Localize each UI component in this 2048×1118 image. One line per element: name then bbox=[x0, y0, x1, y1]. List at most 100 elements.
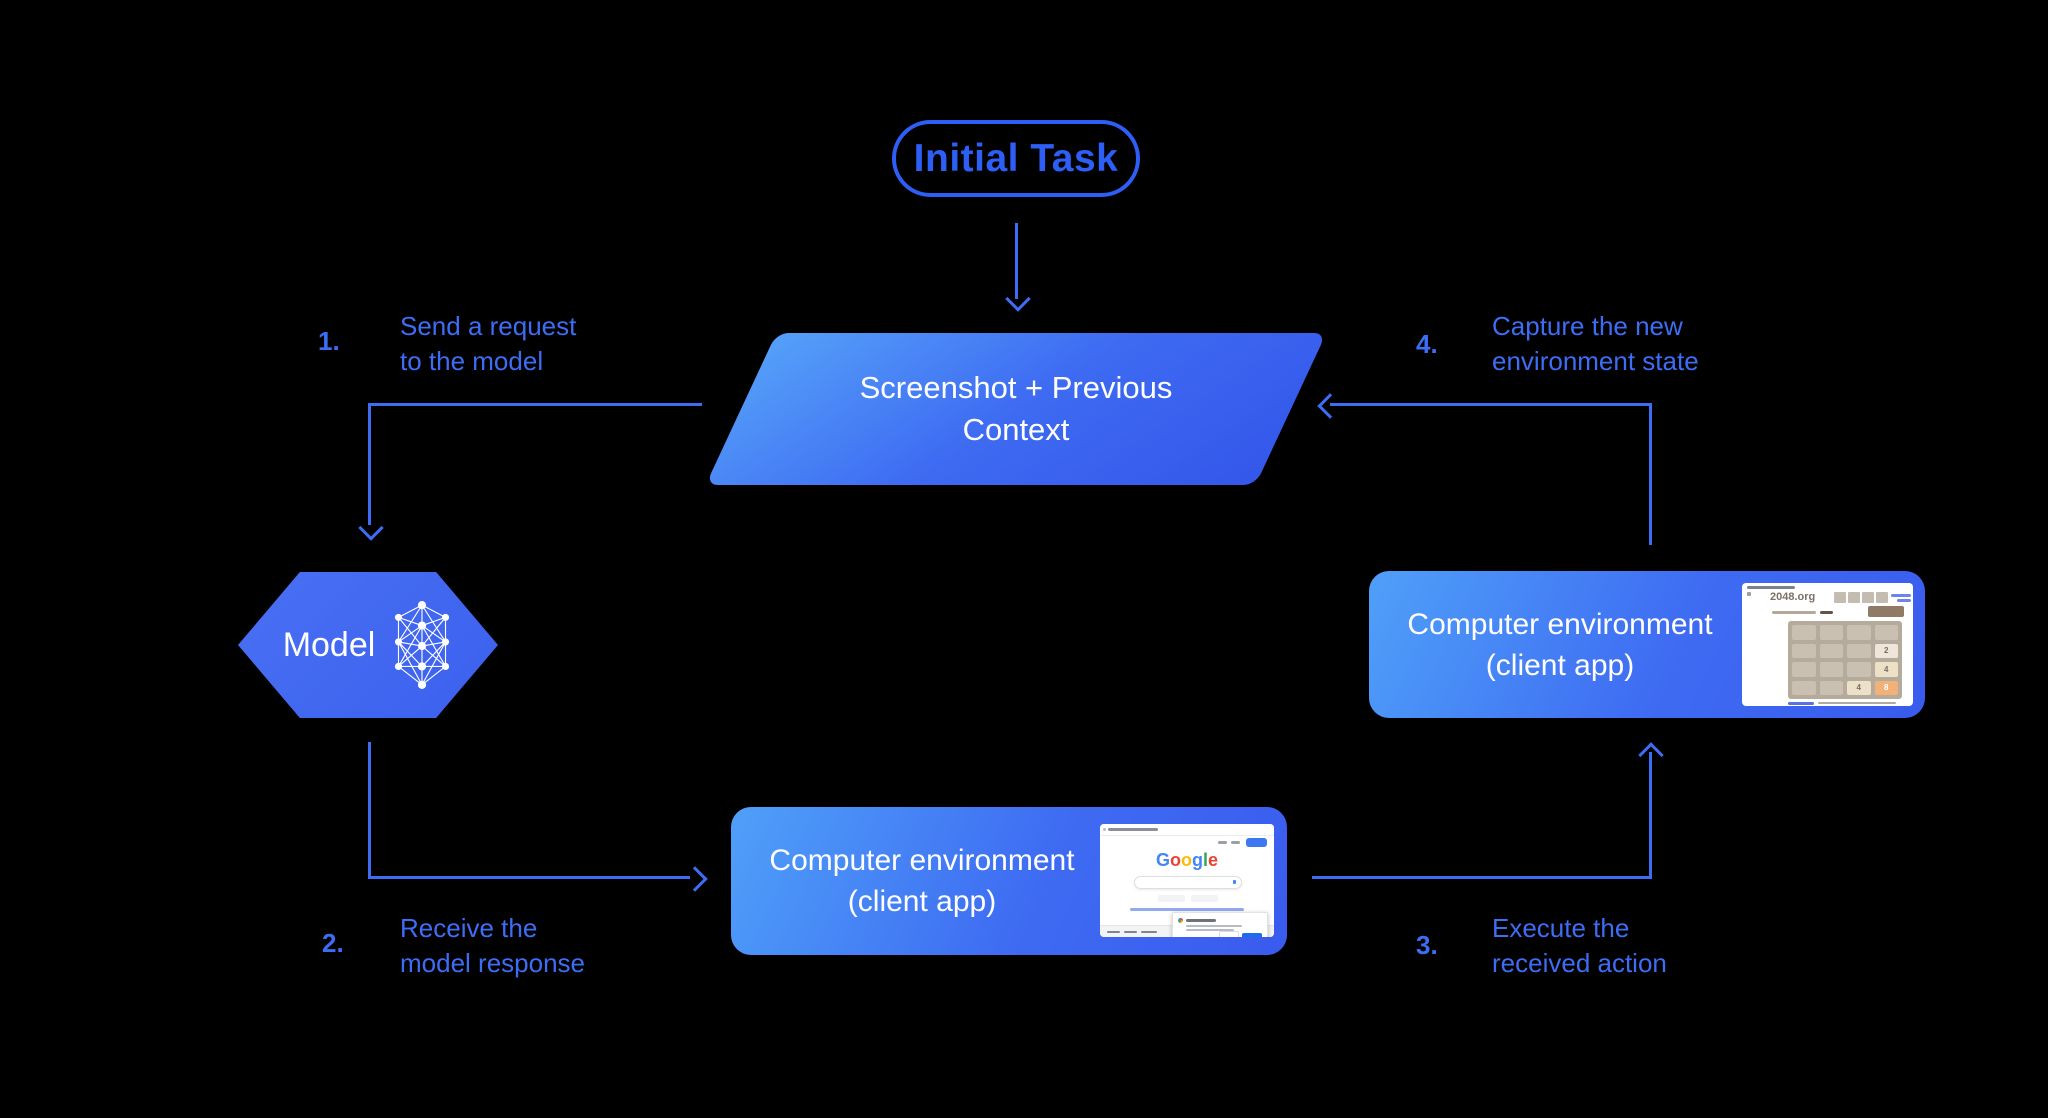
grid-cell bbox=[1847, 662, 1871, 677]
step-2-number: 2. bbox=[322, 928, 344, 958]
nav-link-bar bbox=[1218, 841, 1227, 844]
grid-cell: 4 bbox=[1847, 680, 1871, 695]
arrow-up-icon bbox=[1638, 742, 1664, 768]
subtitle-text-bar bbox=[1772, 611, 1816, 614]
grid-cell bbox=[1819, 625, 1843, 640]
tab-title-bar bbox=[1108, 828, 1158, 831]
model-node: Model bbox=[238, 572, 498, 718]
nav-link-bar bbox=[1231, 841, 1240, 844]
footer-link-bar bbox=[1141, 931, 1157, 933]
grid-cell bbox=[1819, 662, 1843, 677]
connector-env-to-context-v bbox=[1649, 406, 1652, 545]
connector-env-to-env-h bbox=[1312, 876, 1652, 879]
search-bar bbox=[1134, 876, 1242, 889]
step-3-number: 3. bbox=[1416, 930, 1438, 960]
dialog-text-bar bbox=[1186, 919, 1216, 922]
logo-letter: l bbox=[1202, 850, 1208, 870]
logo-letter: e bbox=[1208, 850, 1219, 870]
initial-task-label: Initial Task bbox=[913, 136, 1119, 180]
game-title: 2048.org bbox=[1770, 591, 1816, 603]
grid-cell bbox=[1847, 625, 1871, 640]
step-1-number: 1. bbox=[318, 326, 340, 356]
subtitle-text-bar bbox=[1820, 611, 1833, 614]
step-2-line1: Receive the bbox=[400, 913, 538, 943]
grid-cell: 2 bbox=[1874, 643, 1898, 658]
tab-title-bar bbox=[1747, 586, 1795, 589]
google-homepage-thumbnail: Google bbox=[1100, 824, 1274, 937]
tab-dot bbox=[1103, 828, 1106, 831]
favicon bbox=[1747, 592, 1751, 596]
grid-cell bbox=[1874, 625, 1898, 640]
env-right-line1: Computer environment bbox=[1407, 607, 1713, 641]
arrow-down-icon bbox=[358, 515, 384, 541]
logo-letter: o bbox=[1180, 850, 1192, 870]
cookie-dialog bbox=[1172, 912, 1268, 937]
arrow-right-icon bbox=[682, 866, 708, 892]
connector-model-to-env-v bbox=[368, 742, 371, 879]
screenshot-context-line2: Context bbox=[962, 412, 1070, 447]
env-bottom-label: Computer environment (client app) bbox=[757, 807, 1087, 955]
env-bottom-line2: (client app) bbox=[847, 885, 997, 918]
screenshot-context-label: Screenshot + Previous Context bbox=[766, 333, 1266, 485]
step-1-line2: to the model bbox=[400, 346, 544, 376]
computer-environment-right-node: Computer environment (client app) 2048.o… bbox=[1369, 571, 1925, 718]
initial-task-node: Initial Task bbox=[892, 120, 1140, 197]
dialog-primary-button bbox=[1242, 933, 1262, 937]
arrow-down-icon bbox=[1005, 286, 1031, 312]
browser-tab-bar bbox=[1100, 824, 1274, 836]
connector-context-to-model-h bbox=[369, 403, 702, 406]
new-game-button bbox=[1868, 606, 1904, 617]
neural-network-icon bbox=[395, 601, 450, 689]
grid-cell bbox=[1792, 680, 1816, 695]
google-logo: Google bbox=[1100, 850, 1274, 871]
score-box bbox=[1876, 592, 1888, 603]
computer-environment-bottom-node: Computer environment (client app) Google bbox=[731, 807, 1287, 955]
header-link-bar bbox=[1897, 599, 1911, 602]
game-2048-thumbnail: 2048.org 2 4 bbox=[1742, 583, 1913, 706]
logo-letter: o bbox=[1169, 850, 1181, 870]
grid-cell bbox=[1792, 643, 1816, 658]
step-2-line2: model response bbox=[400, 948, 585, 978]
connector-env-to-env-v bbox=[1649, 752, 1652, 879]
score-box bbox=[1862, 592, 1874, 603]
arrow-left-icon bbox=[1317, 393, 1343, 419]
grid-cell bbox=[1792, 662, 1816, 677]
grid-cell bbox=[1819, 680, 1843, 695]
header-link-bar bbox=[1891, 594, 1911, 597]
step-2-label: Receive the model response bbox=[400, 911, 585, 981]
env-right-line2: (client app) bbox=[1485, 648, 1635, 682]
model-label: Model bbox=[282, 625, 376, 664]
grid-cell bbox=[1819, 643, 1843, 658]
env-right-label: Computer environment (client app) bbox=[1395, 571, 1725, 718]
grid-cell: 8 bbox=[1874, 680, 1898, 695]
lucky-button-bar bbox=[1191, 895, 1218, 902]
connector-env-to-context-h bbox=[1330, 403, 1652, 406]
logo-letter: G bbox=[1155, 850, 1170, 870]
logo-letter: g bbox=[1191, 850, 1203, 870]
step-4-line1: Capture the new bbox=[1492, 311, 1683, 341]
footer-text-bar bbox=[1818, 702, 1896, 704]
env-bottom-line1: Computer environment bbox=[769, 844, 1075, 877]
footer-link-bar bbox=[1788, 702, 1814, 705]
screenshot-context-line1: Screenshot + Previous bbox=[859, 370, 1173, 405]
connector-task-to-context bbox=[1015, 223, 1018, 299]
score-box bbox=[1848, 592, 1860, 603]
dialog-secondary-button bbox=[1219, 931, 1239, 937]
step-4-number: 4. bbox=[1416, 329, 1438, 359]
google-g-icon bbox=[1178, 918, 1183, 923]
grid-cell bbox=[1792, 625, 1816, 640]
step-1-label: Send a request to the model bbox=[400, 309, 576, 379]
language-links-bar bbox=[1130, 908, 1244, 911]
game-grid: 2 4 4 8 bbox=[1788, 621, 1902, 699]
search-button-bar bbox=[1158, 895, 1185, 902]
step-4-label: Capture the new environment state bbox=[1492, 309, 1699, 379]
connector-context-to-model-v bbox=[368, 403, 371, 525]
sign-in-button bbox=[1246, 838, 1267, 847]
dialog-text-bar bbox=[1186, 925, 1242, 927]
footer-link-bar bbox=[1124, 931, 1137, 933]
step-4-line2: environment state bbox=[1492, 346, 1699, 376]
connector-model-to-env-h bbox=[368, 876, 690, 879]
grid-cell: 4 bbox=[1874, 662, 1898, 677]
step-3-label: Execute the received action bbox=[1492, 911, 1667, 981]
